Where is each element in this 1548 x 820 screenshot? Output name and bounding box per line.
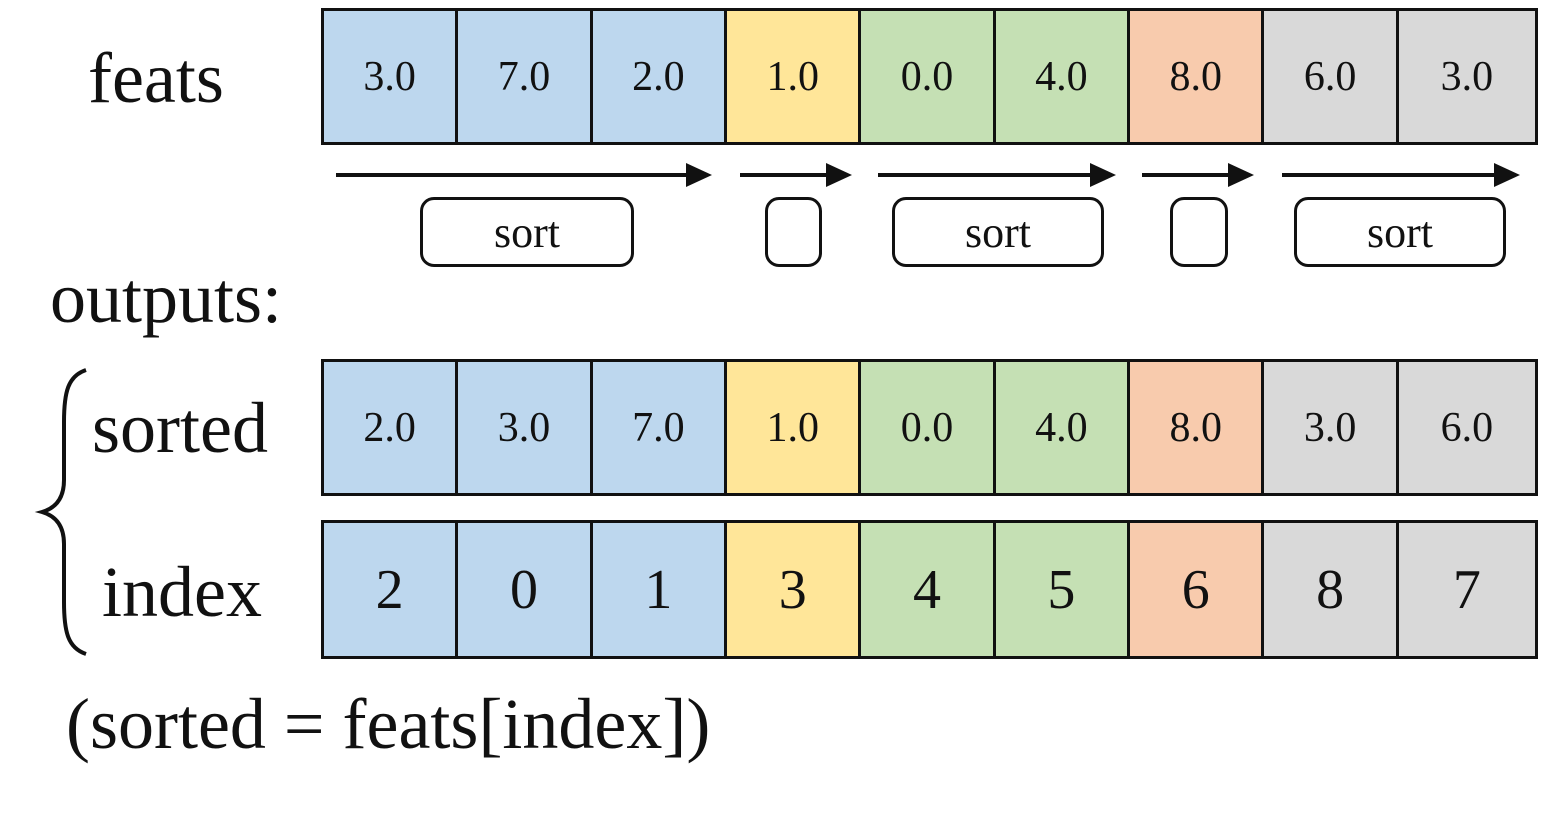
feats-cell: 1.0 [727, 11, 862, 142]
sort-box: sort [1294, 197, 1506, 267]
sort-box: sort [892, 197, 1104, 267]
feats-cell: 8.0 [1130, 11, 1265, 142]
feats-cell: 0.0 [861, 11, 996, 142]
segment-arrow [1142, 163, 1254, 187]
feats-cell: 7.0 [458, 11, 593, 142]
segment-arrow [336, 163, 712, 187]
index-cell: 6 [1130, 523, 1265, 656]
empty-box [1170, 197, 1228, 267]
feats-cell: 4.0 [995, 11, 1131, 142]
index-cell: 8 [1264, 523, 1399, 656]
sorted-cell: 1.0 [727, 362, 862, 493]
sorted-cell: 2.0 [324, 362, 459, 493]
index-cell: 2 [324, 523, 459, 656]
feats-cell: 2.0 [592, 11, 728, 142]
feats-cell: 6.0 [1264, 11, 1399, 142]
index-label: index [102, 552, 262, 632]
index-cell: 1 [592, 523, 728, 656]
empty-box [765, 197, 822, 267]
sorted-cell: 3.0 [458, 362, 593, 493]
index-cell: 5 [995, 523, 1131, 656]
feats-label: feats [88, 38, 224, 118]
sorted-label: sorted [92, 388, 268, 468]
sorted-cell: 3.0 [1264, 362, 1399, 493]
feats-cell: 3.0 [1398, 11, 1536, 142]
outputs-label: outputs: [50, 258, 283, 338]
index-cell: 3 [727, 523, 862, 656]
segment-arrow [740, 163, 852, 187]
segment-arrow [878, 163, 1116, 187]
footnote: (sorted = feats[index]) [66, 684, 711, 764]
sorted-cell: 7.0 [592, 362, 728, 493]
sorted-cell: 8.0 [1130, 362, 1265, 493]
index-cell: 7 [1398, 523, 1536, 656]
curly-brace [34, 368, 87, 656]
sort-box: sort [420, 197, 634, 267]
sorted-cell: 6.0 [1398, 362, 1536, 493]
segment-arrow [1282, 163, 1520, 187]
index-cell: 4 [861, 523, 996, 656]
index-cell: 0 [458, 523, 593, 656]
sorted-cell: 4.0 [995, 362, 1131, 493]
sorted-cell: 0.0 [861, 362, 996, 493]
feats-cell: 3.0 [324, 11, 459, 142]
